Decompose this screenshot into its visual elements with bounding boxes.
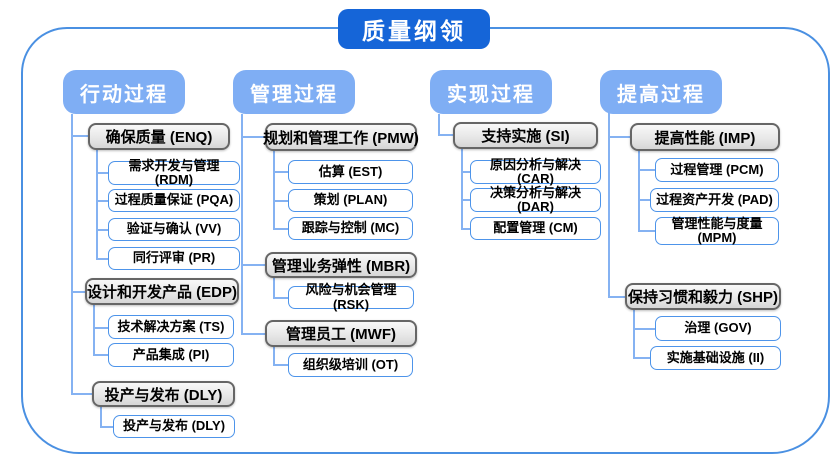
connector-line bbox=[100, 407, 102, 427]
connector-line bbox=[241, 264, 265, 266]
connector-line bbox=[608, 136, 630, 138]
connector-line bbox=[96, 258, 108, 260]
connector-line bbox=[71, 393, 92, 395]
node-cm: 配置管理 (CM) bbox=[470, 217, 601, 240]
node-pi: 产品集成 (PI) bbox=[108, 343, 234, 367]
column-header-action-process: 行动过程 bbox=[63, 70, 185, 114]
connector-line bbox=[241, 136, 265, 138]
connector-line bbox=[71, 135, 88, 137]
node-mpm: 管理性能与度量 (MPM) bbox=[655, 216, 779, 245]
connector-line bbox=[96, 229, 108, 231]
node-pcm: 过程管理 (PCM) bbox=[655, 158, 779, 182]
connector-line bbox=[273, 364, 288, 366]
connector-line bbox=[96, 172, 108, 174]
connector-line bbox=[461, 228, 470, 230]
node-gov: 治理 (GOV) bbox=[655, 316, 781, 341]
connector-line bbox=[438, 134, 453, 136]
connector-line bbox=[96, 150, 98, 260]
column-header-management-process: 管理过程 bbox=[233, 70, 355, 114]
node-pqa: 过程质量保证 (PQA) bbox=[108, 189, 240, 212]
connector-line bbox=[638, 169, 655, 171]
connector-line bbox=[93, 327, 108, 329]
connector-line bbox=[273, 347, 275, 366]
connector-line bbox=[461, 171, 470, 173]
connector-line bbox=[71, 291, 85, 293]
diagram-title: 质量纲领 bbox=[338, 9, 490, 49]
connector-line bbox=[93, 354, 108, 356]
connector-line bbox=[438, 114, 440, 136]
node-ot: 组织级培训 (OT) bbox=[288, 353, 413, 377]
node-est: 估算 (EST) bbox=[288, 160, 413, 184]
connector-line bbox=[638, 199, 650, 201]
connector-line bbox=[241, 333, 265, 335]
node-ts: 技术解决方案 (TS) bbox=[108, 315, 234, 339]
node-rdm: 需求开发与管理 (RDM) bbox=[108, 158, 240, 187]
connector-line bbox=[273, 151, 275, 230]
connector-line bbox=[633, 310, 635, 359]
node-imp: 提高性能 (IMP) bbox=[630, 123, 780, 151]
node-rsk: 风险与机会管理 (RSK) bbox=[288, 283, 414, 311]
node-pad: 过程资产开发 (PAD) bbox=[650, 188, 779, 212]
connector-line bbox=[633, 357, 650, 359]
connector-line bbox=[638, 151, 640, 232]
node-vv: 验证与确认 (VV) bbox=[108, 218, 240, 241]
node-pmw: 规划和管理工作 (PMW) bbox=[263, 123, 419, 151]
node-enq: 确保质量 (ENQ) bbox=[88, 123, 230, 150]
node-dar: 决策分析与解决 (DAR) bbox=[470, 185, 601, 214]
node-mc: 跟踪与控制 (MC) bbox=[288, 217, 413, 240]
column-header-improvement-process: 提高过程 bbox=[600, 70, 722, 114]
connector-line bbox=[638, 230, 655, 232]
connector-line bbox=[273, 200, 288, 202]
connector-line bbox=[608, 113, 610, 297]
connector-line bbox=[273, 278, 275, 299]
node-mbr: 管理业务弹性 (MBR) bbox=[265, 252, 417, 278]
node-car: 原因分析与解决 (CAR) bbox=[470, 157, 601, 186]
connector-line bbox=[461, 149, 463, 230]
node-shp: 保持习惯和毅力 (SHP) bbox=[625, 283, 781, 310]
connector-line bbox=[273, 297, 288, 299]
connector-line bbox=[93, 305, 95, 356]
node-pr: 同行评审 (PR) bbox=[108, 247, 240, 270]
connector-line bbox=[273, 228, 288, 230]
node-dly-child: 投产与发布 (DLY) bbox=[113, 415, 235, 438]
connector-line bbox=[96, 200, 108, 202]
connector-line bbox=[100, 426, 113, 428]
node-si: 支持实施 (SI) bbox=[453, 122, 598, 149]
node-ii: 实施基础设施 (II) bbox=[650, 346, 781, 370]
connector-line bbox=[241, 114, 243, 334]
connector-line bbox=[461, 199, 470, 201]
node-mwf: 管理员工 (MWF) bbox=[265, 320, 417, 347]
column-header-realization-process: 实现过程 bbox=[430, 70, 552, 114]
connector-line bbox=[71, 114, 73, 395]
node-plan: 策划 (PLAN) bbox=[288, 189, 413, 212]
node-dly: 投产与发布 (DLY) bbox=[92, 381, 235, 407]
connector-line bbox=[273, 171, 288, 173]
connector-line bbox=[608, 296, 625, 298]
connector-line bbox=[633, 328, 655, 330]
node-edp: 设计和开发产品 (EDP) bbox=[85, 278, 239, 305]
